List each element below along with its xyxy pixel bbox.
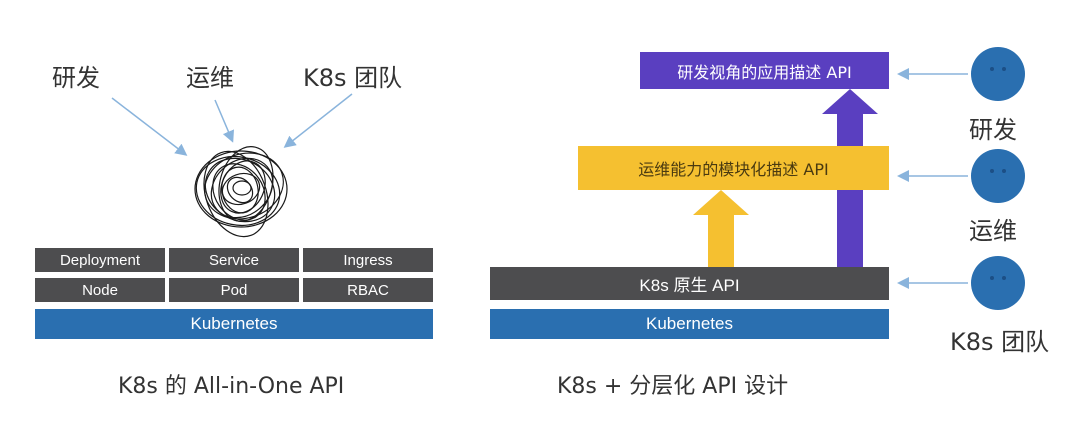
person-label-k8s-team: K8s 团队	[950, 328, 1050, 356]
right-caption: K8s + 分层化 API 设计	[557, 374, 789, 399]
kubernetes-base-bar-left: Kubernetes	[35, 309, 433, 339]
kubernetes-base-bar-right: Kubernetes	[490, 309, 889, 339]
api-cell-ingress: Ingress	[303, 248, 433, 272]
person-label-dev: 研发	[969, 116, 1017, 144]
person-avatar-icon	[971, 149, 1025, 203]
api-cell-rbac: RBAC	[303, 278, 433, 302]
ops-arrow-line	[214, 99, 235, 143]
role-label-k8s-team: K8s 团队	[303, 64, 403, 92]
person-avatar-icon	[971, 256, 1025, 310]
person-label-ops: 运维	[969, 217, 1017, 245]
api-cell-service: Service	[169, 248, 299, 272]
purple-up-arrow	[822, 89, 878, 267]
app-description-api-box: 研发视角的应用描述 API	[640, 52, 889, 89]
role-label-ops: 运维	[186, 64, 234, 92]
left-caption: K8s 的 All-in-One API	[118, 374, 345, 399]
yellow-up-arrow	[693, 190, 749, 267]
api-cell-deployment: Deployment	[35, 248, 165, 272]
tangled-scribble-icon	[194, 146, 288, 238]
role-label-dev: 研发	[52, 64, 100, 92]
ops-capability-api-box: 运维能力的模块化描述 API	[578, 146, 889, 190]
api-cell-pod: Pod	[169, 278, 299, 302]
k8s-native-api-bar: K8s 原生 API	[490, 267, 889, 300]
k8s-team-arrow-line	[283, 93, 353, 148]
api-cell-node: Node	[35, 278, 165, 302]
person-avatar-icon	[971, 47, 1025, 101]
dev-arrow-line	[111, 97, 188, 156]
